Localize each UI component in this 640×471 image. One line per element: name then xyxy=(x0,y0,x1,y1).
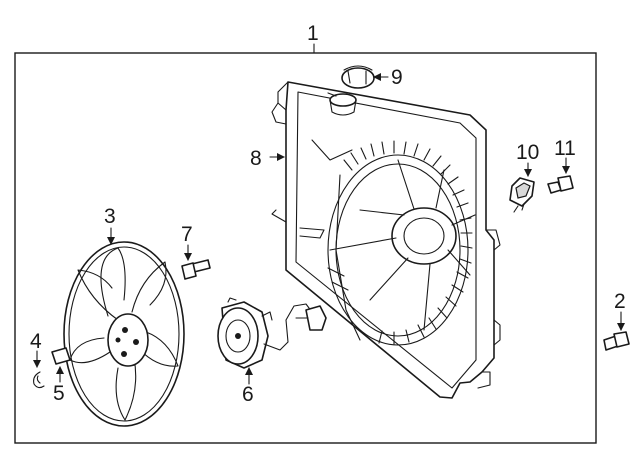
callout-10: 10 xyxy=(516,141,539,177)
callout-6-label: 6 xyxy=(242,383,254,406)
callout-6: 6 xyxy=(242,367,254,406)
callout-9-label: 9 xyxy=(391,66,403,89)
balance-weight xyxy=(51,347,71,365)
callout-4: 4 xyxy=(30,330,42,368)
callout-3: 3 xyxy=(104,205,116,245)
callout-1: 1 xyxy=(307,22,319,54)
fan-blade xyxy=(63,241,185,427)
callout-3-label: 3 xyxy=(104,205,116,228)
fan-shroud xyxy=(271,81,501,399)
callout-9: 9 xyxy=(373,66,403,89)
blade-clip xyxy=(33,371,45,389)
callout-5-label: 5 xyxy=(53,382,65,405)
callout-2: 2 xyxy=(614,290,626,331)
callout-7: 7 xyxy=(181,223,193,261)
shroud-bolt xyxy=(547,175,574,194)
fan-motor xyxy=(217,297,327,369)
callout-8: 8 xyxy=(250,147,285,170)
callout-7-label: 7 xyxy=(181,223,193,246)
retaining-clip xyxy=(509,177,535,213)
callout-10-label: 10 xyxy=(516,141,539,164)
callout-8-label: 8 xyxy=(250,147,262,170)
callout-5: 5 xyxy=(53,366,65,405)
motor-bolt xyxy=(181,259,211,280)
assembly-outline-box xyxy=(14,52,597,444)
callout-2-label: 2 xyxy=(614,290,626,313)
callout-4-label: 4 xyxy=(30,330,42,353)
reservoir-cap xyxy=(341,65,375,89)
callout-1-label: 1 xyxy=(307,22,319,45)
callout-11: 11 xyxy=(554,137,576,174)
assembly-bolt xyxy=(603,331,630,351)
callout-11-label: 11 xyxy=(554,137,576,160)
